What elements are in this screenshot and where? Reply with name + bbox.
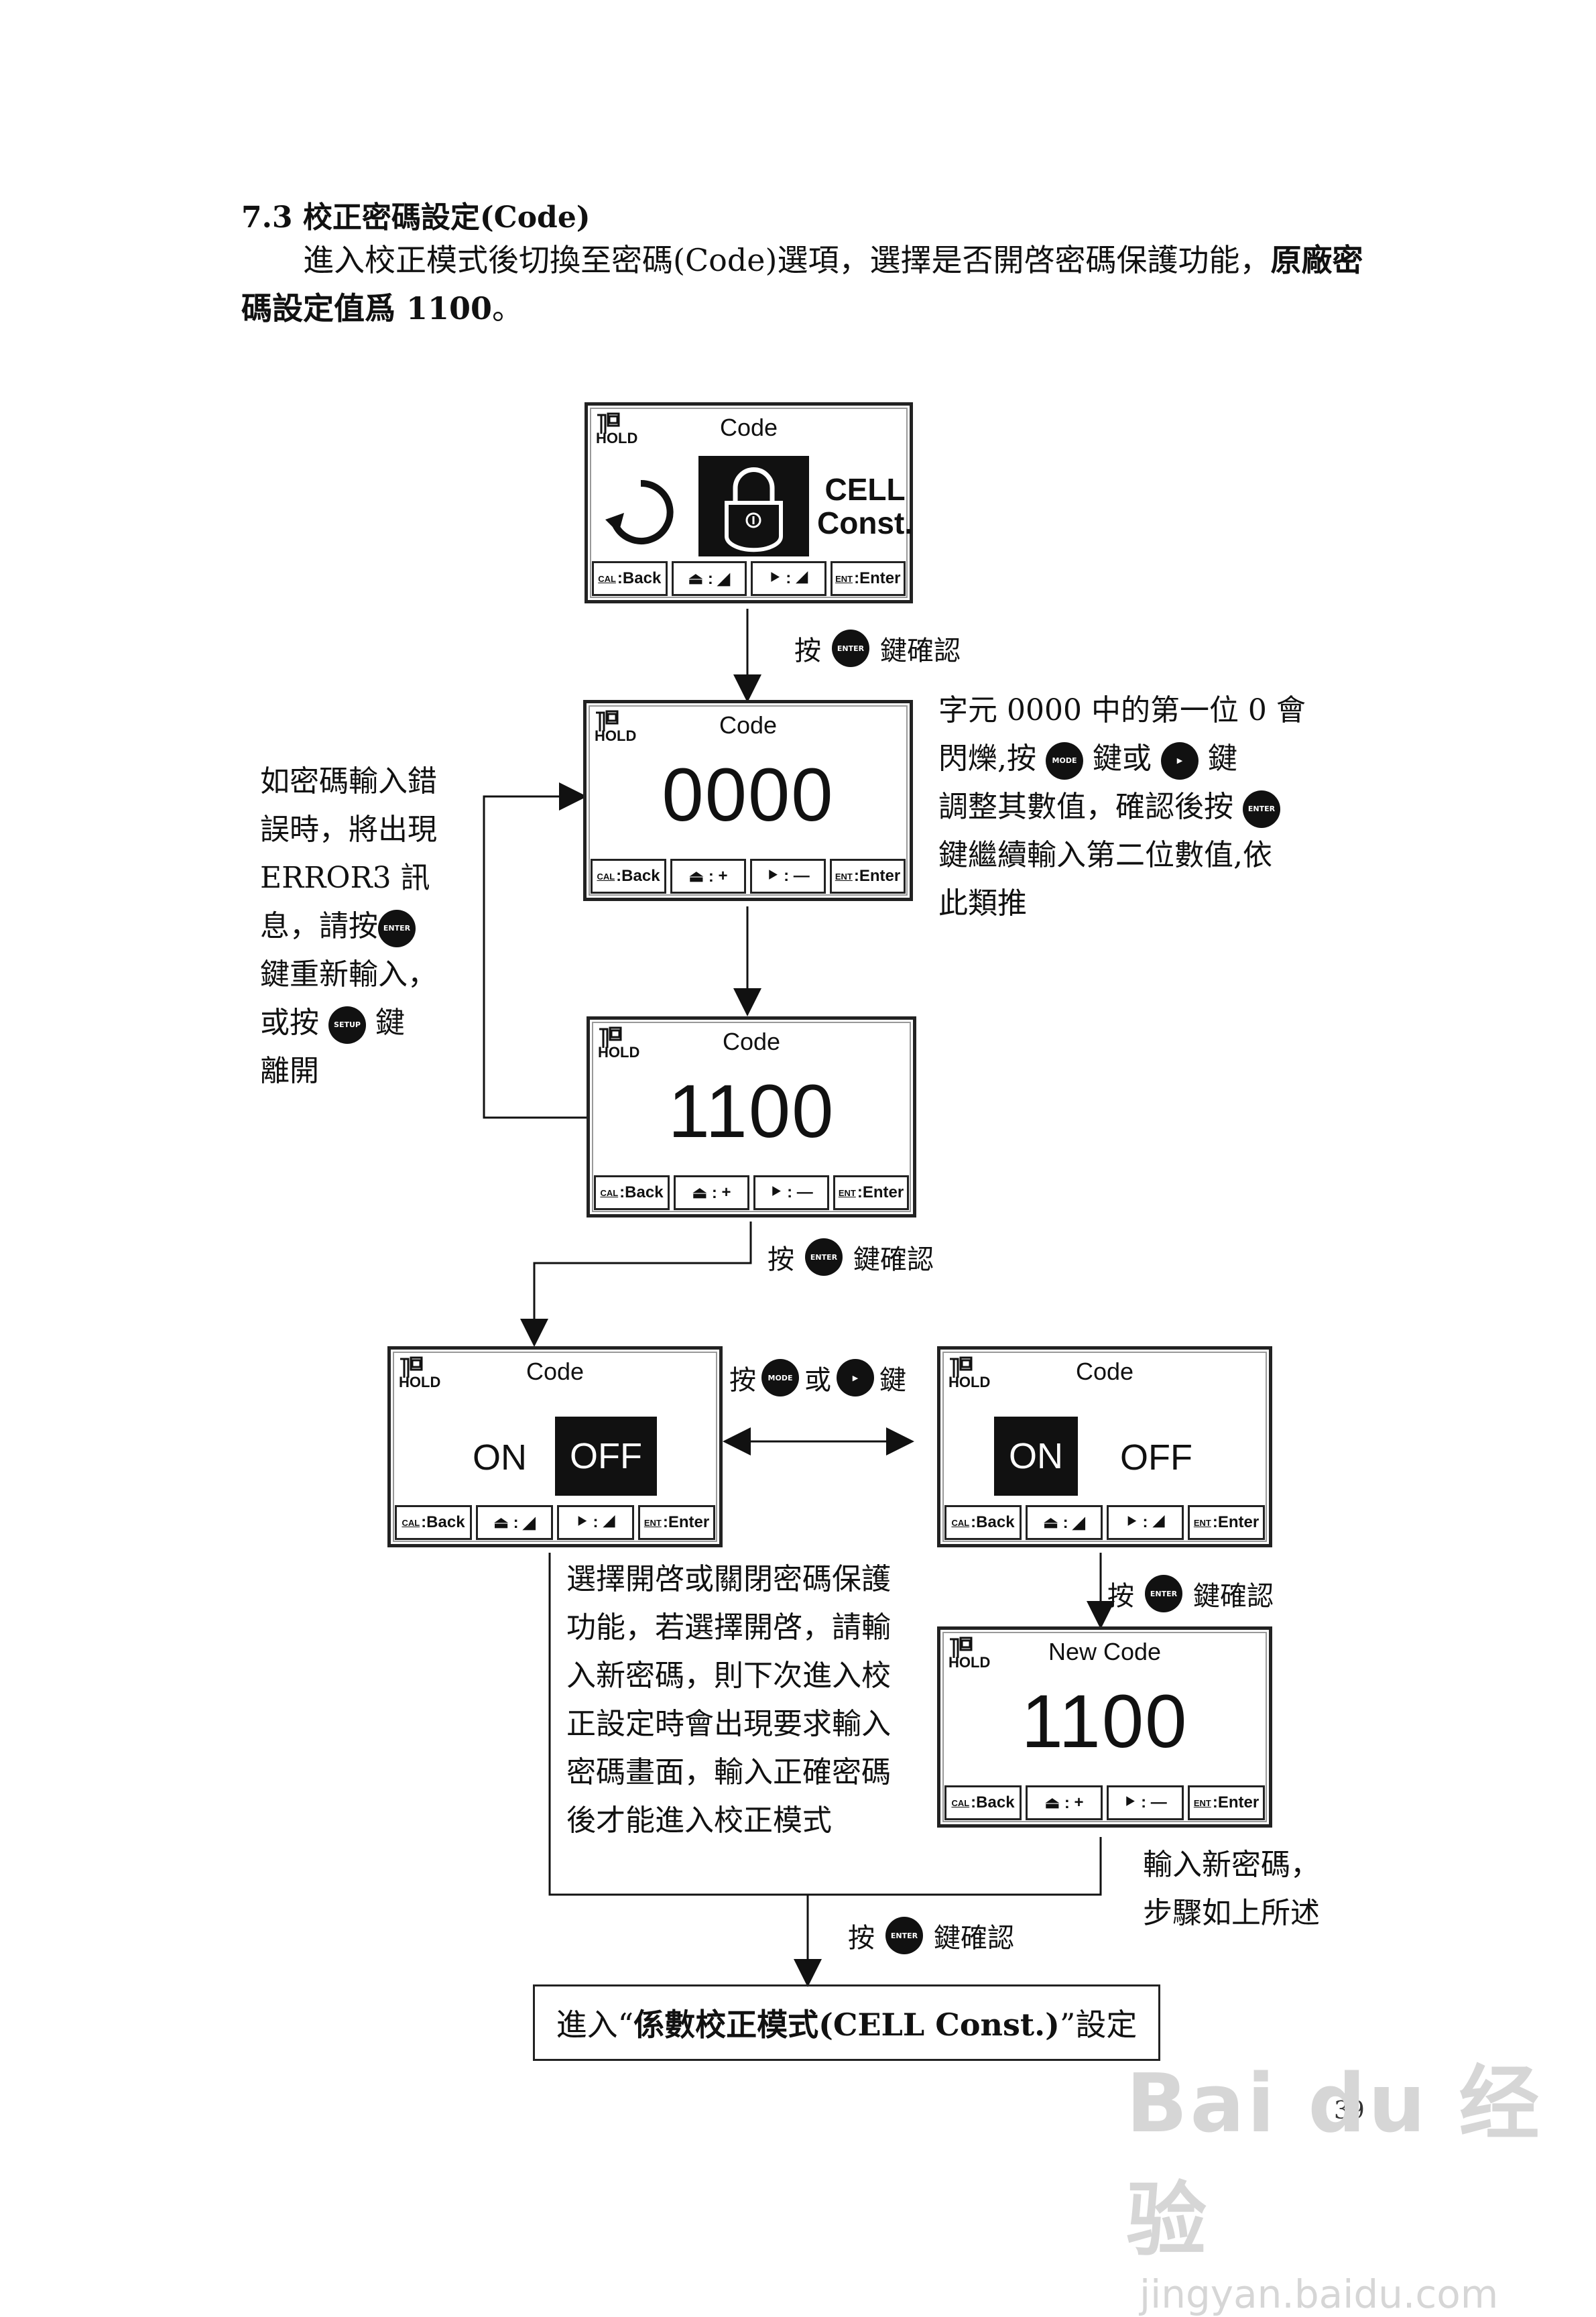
intro-end: 。: [492, 290, 524, 326]
softkey-bar: CAL:Back ⏏ : + ⯈ : — ENT:Enter: [594, 1175, 909, 1210]
screen-title: Code: [1075, 1358, 1134, 1385]
cal-back-key: CAL:Back: [944, 1785, 1022, 1820]
on-option-selected: ON: [994, 1417, 1078, 1496]
mode-plus-key: ⏏ : +: [674, 1175, 749, 1210]
right-minus-key: ⯈ : —: [1107, 1785, 1184, 1820]
mode-up-key: ⏏ : ◢: [671, 561, 747, 596]
hold-label: HOLD: [948, 1374, 991, 1390]
right-minus-key: ⯈ : —: [750, 859, 826, 894]
right-key: ⯈ : ◢: [1107, 1505, 1184, 1540]
hold-label: HOLD: [948, 1654, 991, 1671]
enter-button-icon: ENTER: [885, 1917, 923, 1954]
hold-label: HOLD: [399, 1374, 441, 1390]
right-button-icon: ▶: [837, 1359, 874, 1397]
baidu-watermark: Bai du 经验 jingyan.baidu.com: [1126, 2058, 1542, 2317]
softkey-bar: CAL:Back ⏏ : ◢ ⯈ : ◢ ENT:Enter: [944, 1505, 1265, 1540]
ent-enter-key: ENT:Enter: [638, 1505, 715, 1540]
enter-button-icon: ENTER: [1243, 790, 1280, 828]
cal-back-key: CAL:Back: [395, 1505, 472, 1540]
intro-text: 進入校正模式後切換至密碼(Code)選項，選擇是否開啓密碼保護功能，: [303, 242, 1271, 278]
mode-up-key: ⏏ : ◢: [1026, 1505, 1103, 1540]
hold-status-icon: [599, 1026, 622, 1048]
ent-enter-key: ENT:Enter: [830, 561, 906, 596]
intro-paragraph: 進入校正模式後切換至密碼(Code)選項，選擇是否開啓密碼保護功能，原廠密碼設定…: [241, 236, 1367, 333]
enter-button-icon: ENTER: [805, 1238, 843, 1276]
cell-const-label: CELL Const.: [817, 472, 914, 540]
mode-up-key: ⏏ : ◢: [476, 1505, 553, 1540]
page-number: 39: [1334, 2097, 1365, 2125]
screen-title: Code: [526, 1358, 585, 1385]
screen-title: New Code: [1048, 1638, 1162, 1665]
right-key: ⯈ : ◢: [557, 1505, 634, 1540]
flow-connectors: [483, 609, 1115, 1987]
softkey-bar: CAL:Back ⏏ : ◢ ⯈ : ◢ ENT:Enter: [395, 1505, 715, 1540]
arrow-screen3-to-screen4: [520, 1222, 752, 1347]
note-new-code: 輸入新密碼， 步驟如上所述: [1143, 1848, 1320, 1930]
lock-icon-box: [698, 456, 809, 556]
ent-enter-key: ENT:Enter: [1188, 1785, 1265, 1820]
section-heading: 7.3 校正密碼設定(Code): [241, 200, 591, 235]
lock-icon: [725, 467, 783, 552]
caption-confirm-3: 按 ENTER 鍵確認: [1107, 1574, 1274, 1613]
hold-label: HOLD: [595, 727, 637, 744]
screen-title: Code: [719, 711, 778, 739]
off-option: OFF: [1120, 1437, 1192, 1478]
lcd-screen-code-on: HOLD Code ON OFF CAL:Back ⏏ : ◢ ⯈ : ◢ EN…: [937, 1346, 1272, 1547]
note-digit-entry: 字元 0000 中的第一位 0 會 閃爍,按 MODE 鍵或 ▶ 鍵 調整其數值…: [938, 693, 1306, 920]
ent-enter-key: ENT:Enter: [1188, 1505, 1265, 1540]
caption-confirm-2: 按 ENTER 鍵確認: [768, 1238, 934, 1276]
rotate-icon: [605, 479, 674, 544]
note-onoff: 選擇開啓或關閉密碼保護 功能，若選擇開啓，請輸 入新密碼，則下次進入校 正設定時…: [566, 1562, 891, 1838]
hold-label: HOLD: [596, 430, 638, 447]
arrow-error-loop: [483, 782, 587, 1119]
intro-default-code: 原廠密碼設定值爲 1100: [241, 242, 1363, 326]
softkey-bar: CAL:Back ⏏ : + ⯈ : — ENT:Enter: [944, 1785, 1265, 1820]
hold-status-icon: [596, 710, 619, 731]
caption-confirm-1: 按 ENTER 鍵確認: [794, 629, 961, 668]
ent-enter-key: ENT:Enter: [833, 1175, 909, 1210]
screen-title: Code: [719, 414, 778, 441]
new-code-value: 1100: [1021, 1679, 1188, 1763]
screen-title: Code: [722, 1028, 781, 1055]
final-step-box: 進入“係數校正模式(CELL Const.)”設定: [533, 1984, 1160, 2061]
hold-status-icon: [950, 1637, 973, 1658]
hold-status-icon: [400, 1356, 423, 1378]
right-key: ⯈ : ◢: [751, 561, 826, 596]
mode-button-icon: MODE: [1046, 741, 1083, 780]
softkey-bar: CAL:Back ⏏ : ◢ ⯈ : ◢ ENT:Enter: [592, 561, 906, 596]
caption-toggle: 按 MODE 或 ▶ 鍵: [729, 1358, 906, 1397]
caption-confirm-4: 按 ENTER 鍵確認: [848, 1916, 1014, 1955]
enter-button-icon: ENTER: [1145, 1575, 1182, 1612]
off-option-selected: OFF: [555, 1417, 657, 1496]
mode-plus-key: ⏏ : +: [1026, 1785, 1103, 1820]
lcd-screen-new-code: HOLD New Code 1100 CAL:Back ⏏ : + ⯈ : — …: [937, 1626, 1272, 1828]
cal-back-key: CAL:Back: [591, 859, 666, 894]
cal-back-key: CAL:Back: [944, 1505, 1022, 1540]
enter-button-icon: ENTER: [832, 630, 869, 667]
lcd-screen-code-0000: HOLD Code 0000 CAL:Back ⏏ : + ⯈ : — ENT:…: [583, 700, 913, 901]
hold-status-icon: [950, 1356, 973, 1378]
setup-button-icon: SETUP: [328, 1006, 366, 1044]
mode-button-icon: MODE: [761, 1359, 799, 1397]
ent-enter-key: ENT:Enter: [830, 859, 906, 894]
cal-back-key: CAL:Back: [592, 561, 668, 596]
cal-back-key: CAL:Back: [594, 1175, 670, 1210]
right-minus-key: ⯈ : —: [753, 1175, 829, 1210]
lcd-screen-code-1100: HOLD Code 1100 CAL:Back ⏏ : + ⯈ : — ENT:…: [587, 1016, 916, 1217]
on-option: ON: [473, 1437, 527, 1478]
lcd-screen-code-off: HOLD Code ON OFF CAL:Back ⏏ : ◢ ⯈ : ◢ EN…: [387, 1346, 723, 1547]
softkey-bar: CAL:Back ⏏ : + ⯈ : — ENT:Enter: [591, 859, 906, 894]
hold-status-icon: [597, 412, 620, 434]
mode-plus-key: ⏏ : +: [670, 859, 746, 894]
hold-label: HOLD: [598, 1044, 640, 1061]
enter-button-icon: ENTER: [378, 909, 416, 947]
code-value: 0000: [662, 753, 835, 837]
right-button-icon: ▶: [1161, 741, 1199, 780]
code-value: 1100: [668, 1069, 835, 1153]
lcd-screen-code-menu: HOLD Code CELL Const. CAL:Back ⏏ : ◢ ⯈ :…: [585, 402, 913, 603]
